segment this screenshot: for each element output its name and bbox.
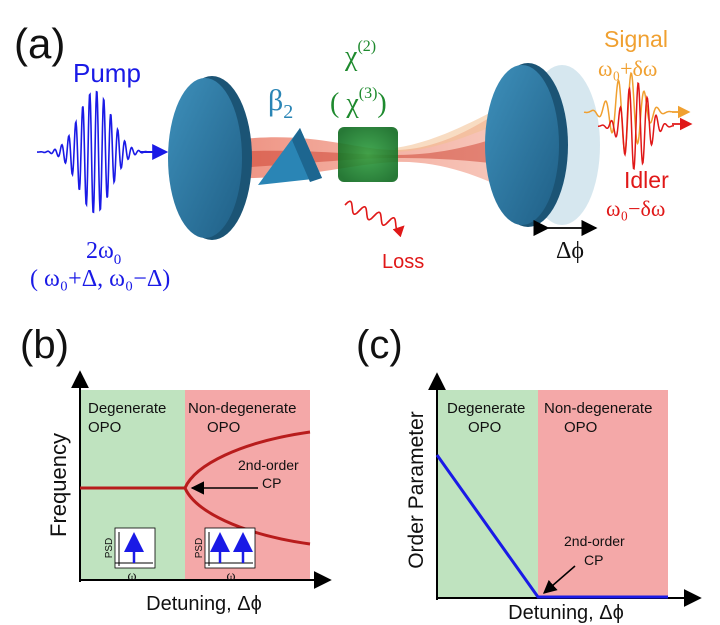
beta-label: β2 [268,84,293,123]
pump-frequency-pair: ( ω₀+Δ, ω₀−Δ) [30,266,170,292]
input-mirror [168,76,252,240]
nondegenerate-text-line1: Non-degenerate [188,400,296,417]
y-axis-label: Frequency [46,433,71,537]
nonlinear-crystal [338,127,398,182]
panel-c-label: (c) [356,323,403,367]
degenerate-text-c-line2: OPO [468,419,501,436]
panel-b-label: (b) [20,323,69,367]
panel-a-label: (a) [14,20,65,67]
output-mirror [485,63,600,227]
nondegenerate-region-c [538,390,668,598]
degenerate-region-c [437,390,538,598]
delta-phi-label: Δϕ [556,238,584,264]
degenerate-text-line1: Degenerate [88,400,166,417]
signal-label: Signal [604,26,668,52]
order-parameter-line [435,454,668,599]
y-axis-label-c: Order Parameter [405,411,428,569]
cp-arrow-c [542,565,576,594]
psd-inset-degenerate: PSD ω [104,527,156,584]
loss-label: Loss [382,251,424,273]
inset-y-label-2: PSD [194,538,205,559]
x-axis-label: Detuning, Δϕ [146,593,262,615]
panel-c: (c) Order Parameter Detuning, Δϕ Degener… [356,323,702,624]
chi3-label: ( χ(3)) [330,85,387,119]
panel-a: (a) Pump 2ω0 ( ω₀+Δ, ω₀−Δ) β2 χ(2) [14,20,693,292]
degenerate-text-line2: OPO [88,419,121,436]
pump-frequency: 2ω0 [86,238,121,268]
idler-pulse [598,82,674,170]
psd-inset-nondegenerate: PSD ω [194,527,256,584]
cp-label-line1: 2nd-order [238,457,299,473]
loss-wave [344,200,405,238]
cp-label-c-line2: CP [584,552,603,568]
pump-pulse [37,90,153,214]
degenerate-text-c-line1: Degenerate [447,400,525,417]
idler-frequency: ω₀−δω [606,196,665,221]
inset-x-label-2: ω [226,569,235,584]
cp-label-line2: CP [262,475,281,491]
x-axis-label-c: Detuning, Δϕ [508,602,624,624]
panel-b: (b) Frequency Detuning, Δϕ Degenerate OP… [20,323,332,615]
signal-frequency: ω₀+δω [598,56,657,81]
chi2-label: χ(2) [344,38,376,72]
nondegenerate-text-line2: OPO [207,419,240,436]
nondegenerate-text-c-line2: OPO [564,419,597,436]
cp-label-c-line1: 2nd-order [564,533,625,549]
nondegenerate-text-c-line1: Non-degenerate [544,400,652,417]
inset-y-label: PSD [104,538,115,559]
idler-label: Idler [624,167,669,193]
dispersion-prism [258,128,322,185]
inset-x-label: ω [127,569,136,584]
pump-label: Pump [73,58,141,88]
